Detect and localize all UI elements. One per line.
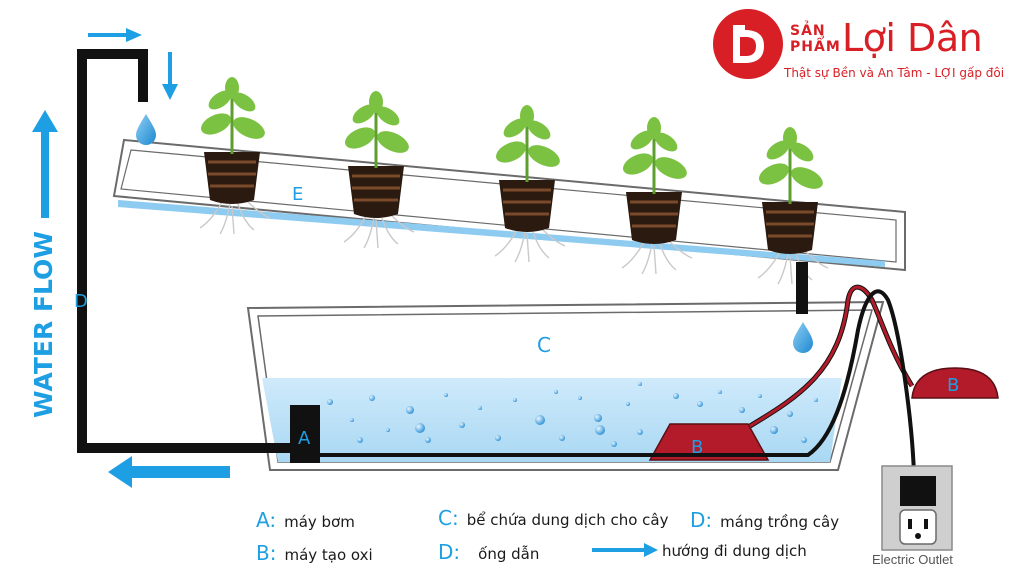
- label-pump-a: A: [298, 428, 311, 449]
- bubble: [327, 399, 333, 405]
- air-pump-b: [911, 367, 999, 399]
- air-tube: [748, 284, 915, 429]
- legend-item-a: A: máy bơm: [256, 508, 355, 532]
- bubble: [386, 428, 390, 432]
- bubble: [673, 393, 679, 399]
- water-drop-icon: [793, 322, 813, 353]
- bubble: [495, 435, 501, 441]
- legend-key: B:: [256, 541, 277, 565]
- bubble: [697, 401, 703, 407]
- brand-name: Lợi Dân: [842, 16, 983, 60]
- legend-key: A:: [256, 508, 277, 532]
- label-air-pump-b: B: [947, 375, 959, 396]
- flow-arrow-up: [32, 110, 58, 218]
- bubble: [513, 398, 517, 402]
- label-pipe-d: D: [74, 291, 88, 312]
- bubble: [459, 422, 465, 428]
- bubble: [637, 429, 643, 435]
- legend-text: ống dẫn: [478, 545, 540, 563]
- bubble: [578, 396, 582, 400]
- bubble: [369, 395, 375, 401]
- channel-drain-pipe: [796, 262, 808, 314]
- legend-text: hướng đi dung dịch: [662, 542, 807, 560]
- legend-key: D:: [690, 508, 713, 532]
- legend-item-d-channel: D: máng trồng cây: [690, 508, 839, 532]
- label-air-stone-b: B: [691, 437, 703, 458]
- flow-arrow-right-top: [88, 28, 142, 42]
- bubble: [594, 414, 602, 422]
- plant: [757, 127, 829, 285]
- plant: [343, 91, 415, 249]
- bubble: [718, 390, 722, 394]
- electric-outlet-label: Electric Outlet: [872, 552, 953, 567]
- brand-slogan: Thật sự Bền và An Tâm - LỢI gấp đôi: [784, 66, 1005, 80]
- bubble: [770, 426, 778, 434]
- reservoir-tank: [246, 300, 885, 471]
- bubble: [415, 423, 425, 433]
- water-flow-label: WATER FLOW: [29, 231, 58, 418]
- plant: [199, 77, 271, 235]
- bubble: [801, 437, 807, 443]
- brand-header: SẢN PHẨM Lợi Dân Thật sự Bền và An Tâm -…: [712, 8, 1012, 88]
- bubble: [814, 398, 818, 402]
- plant: [494, 105, 566, 263]
- flow-arrow-down-top: [162, 52, 178, 100]
- label-channel-e: E: [292, 184, 303, 205]
- bubble: [357, 437, 363, 443]
- bubble: [787, 411, 793, 417]
- legend-text: máy tạo oxi: [284, 546, 373, 564]
- electric-outlet: [881, 465, 953, 551]
- plants: [199, 77, 829, 285]
- legend-item-d-pipe: D: ống dẫn: [438, 540, 539, 564]
- legend-item-c: C: bể chứa dung dịch cho cây: [438, 506, 669, 530]
- legend-key: C:: [438, 506, 459, 530]
- brand-logo-icon: [713, 9, 783, 79]
- power-cable: [312, 289, 916, 475]
- air-stone-b: [648, 423, 770, 461]
- water-bubbles: [327, 382, 818, 447]
- bubble: [758, 394, 762, 398]
- bubble: [350, 418, 354, 422]
- water-drop-icon: [136, 114, 156, 145]
- plant: [621, 117, 693, 275]
- bubble: [626, 402, 630, 406]
- pipe-d: [77, 49, 306, 453]
- bubble: [638, 382, 642, 386]
- bubble: [595, 425, 605, 435]
- bubble: [425, 437, 431, 443]
- legend-item-flow: hướng đi dung dịch: [662, 541, 807, 560]
- legend-text: bể chứa dung dịch cho cây: [466, 511, 669, 529]
- bubble: [739, 407, 745, 413]
- legend-item-b: B: máy tạo oxi: [256, 541, 373, 565]
- flow-arrow-left: [108, 456, 230, 488]
- legend-key: D:: [438, 540, 461, 564]
- bubble: [611, 441, 617, 447]
- brand-prefix-line2: PHẨM: [790, 39, 841, 55]
- bubble: [478, 406, 482, 410]
- channel-water: [118, 200, 885, 267]
- legend-flow-arrow-icon: [592, 543, 658, 557]
- label-tank-c: C: [537, 333, 551, 357]
- legend-text: máy bơm: [284, 513, 355, 531]
- bubble: [554, 390, 558, 394]
- bubble: [444, 393, 448, 397]
- legend-text: máng trồng cây: [720, 513, 840, 531]
- bubble: [406, 406, 414, 414]
- bubble: [559, 435, 565, 441]
- brand-prefix-line1: SẢN: [790, 23, 826, 39]
- bubble: [535, 415, 545, 425]
